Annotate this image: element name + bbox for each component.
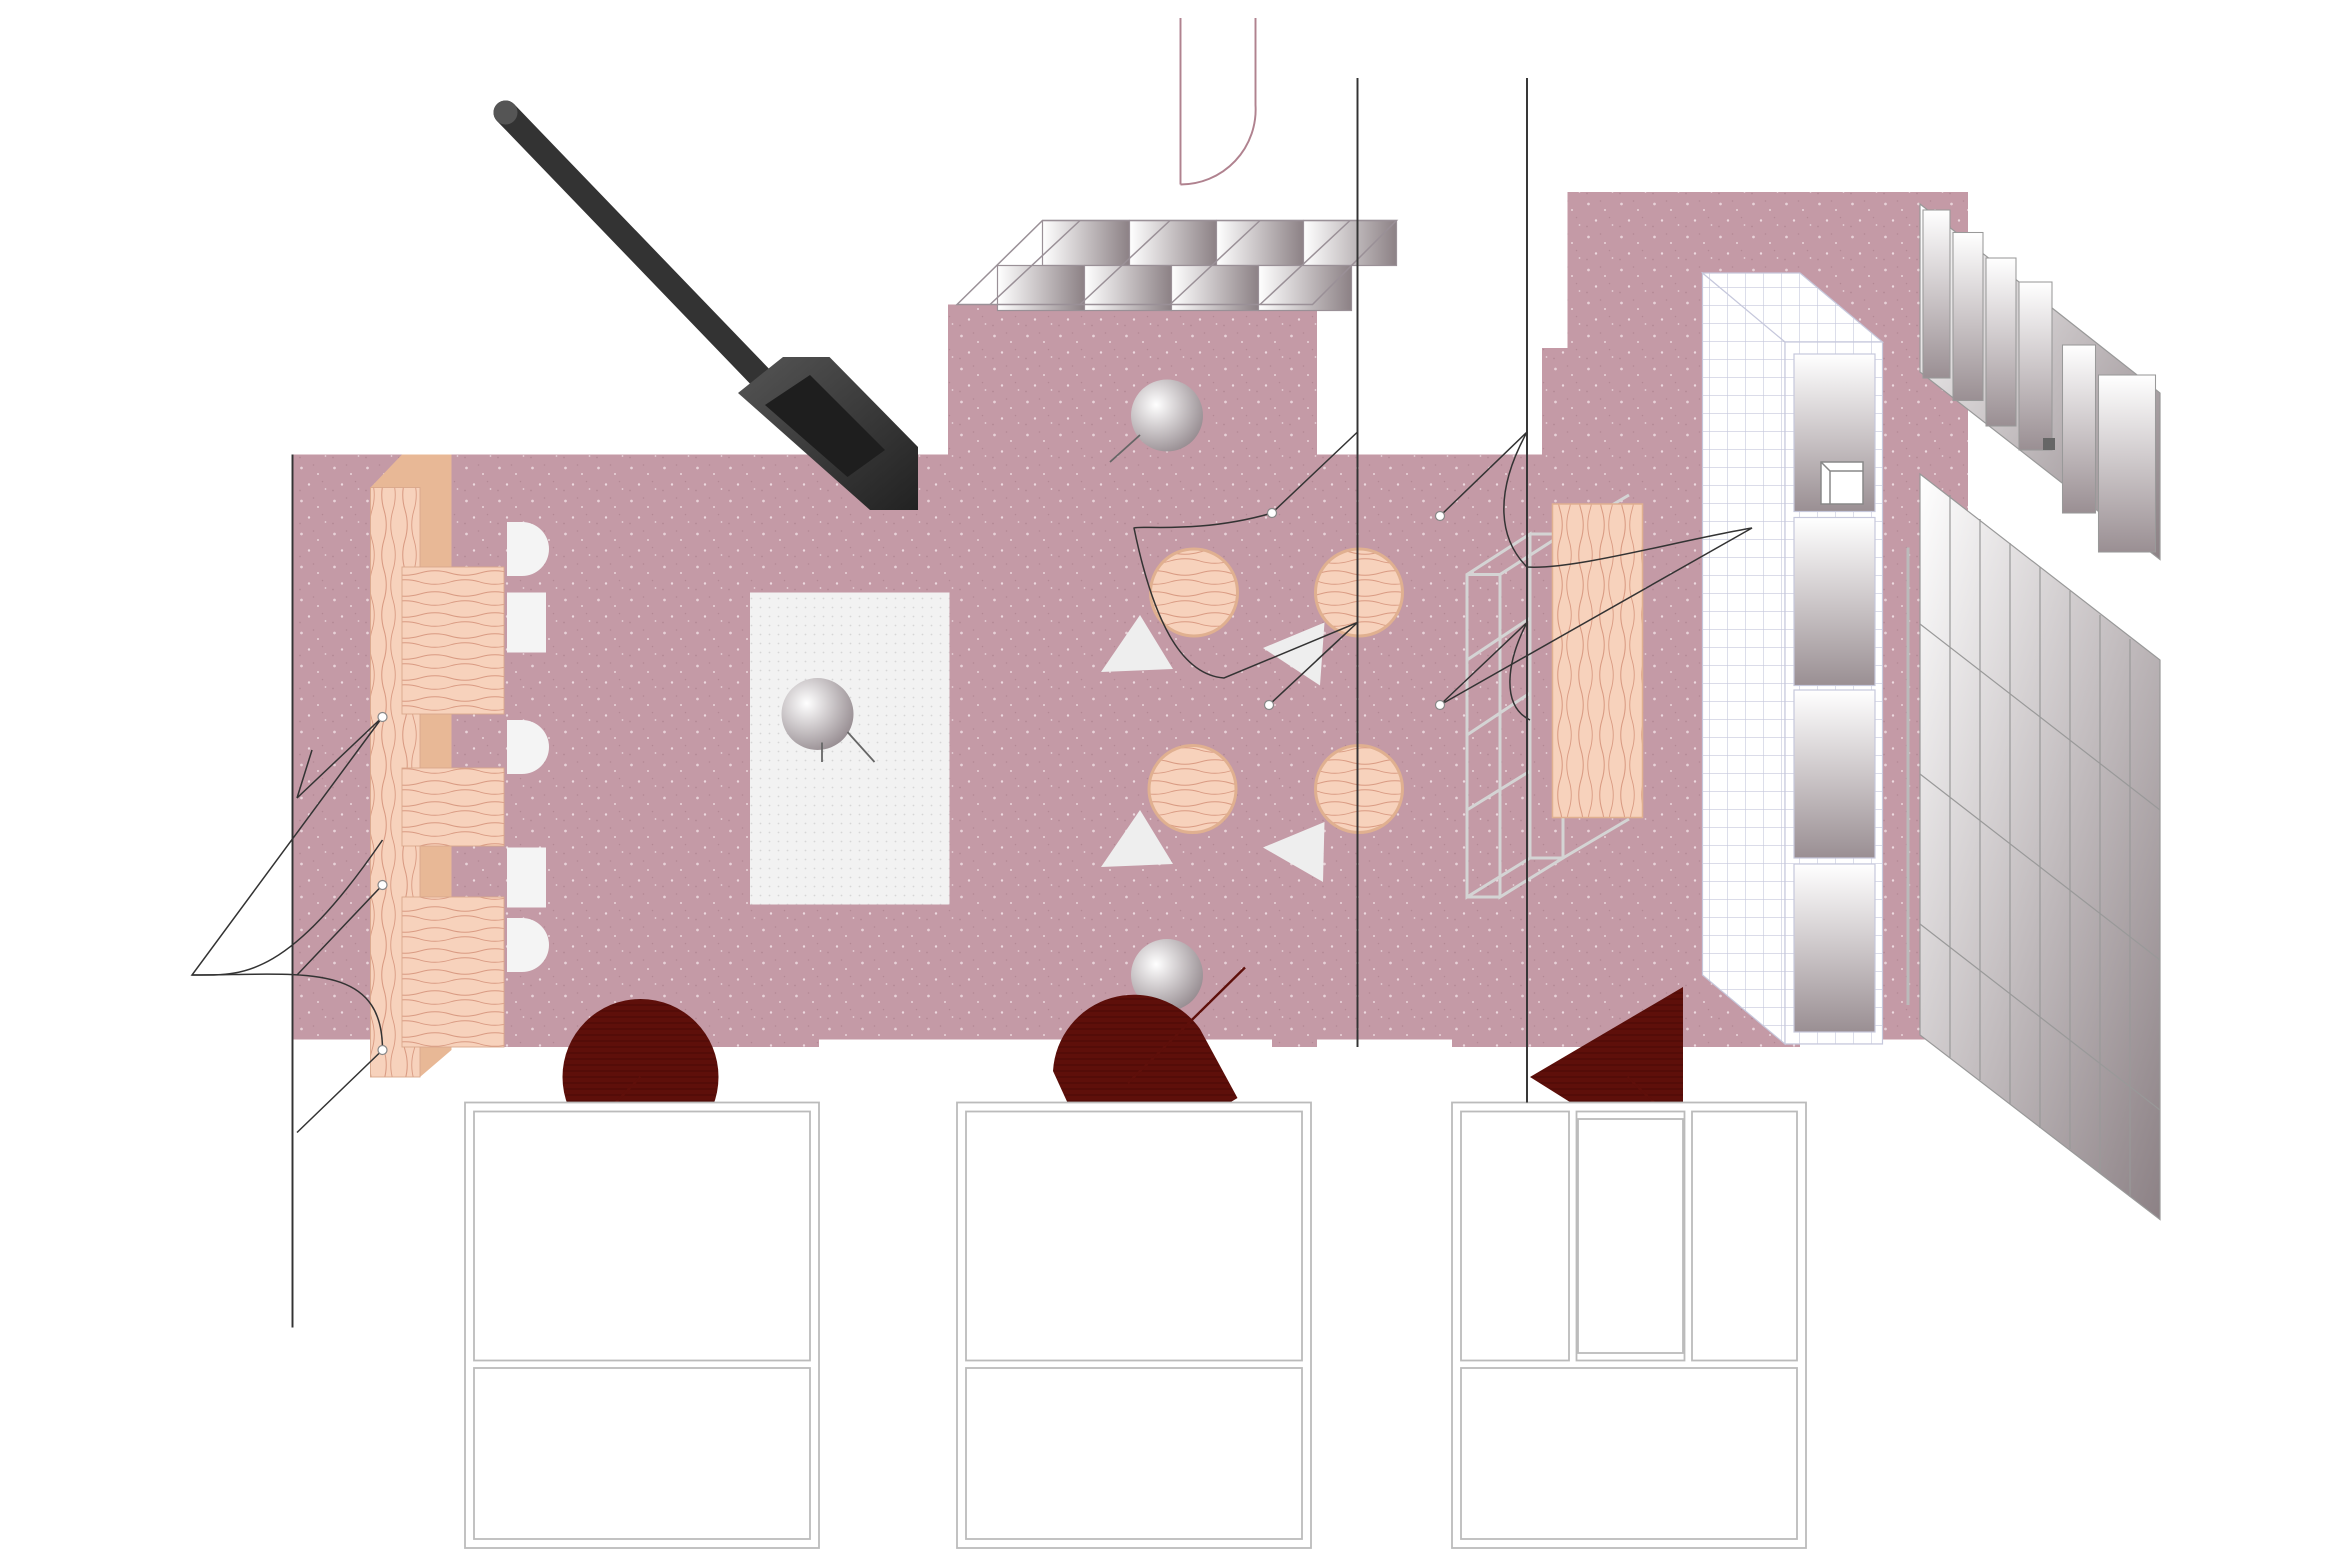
upper-shelf-unit	[1919, 202, 2161, 561]
bar-stools	[507, 522, 549, 972]
dark-pendant-lamp	[493, 100, 918, 510]
wood-display-table	[1551, 503, 1644, 819]
hanging-cables	[190, 431, 1753, 1134]
globe-lamps	[781, 379, 1203, 1011]
triangle-stools	[1101, 615, 1325, 882]
storefront-windows	[464, 1101, 1807, 1549]
vertical-lines	[291, 78, 1528, 1328]
tiled-column	[1700, 271, 1885, 1046]
bar-counter	[370, 454, 505, 1078]
lower-shelf-unit	[1919, 472, 2161, 1221]
floor-area	[292, 192, 1968, 1047]
wall-shelving	[1906, 202, 2161, 1221]
round-tables	[1147, 547, 1404, 834]
overhead-shelving	[955, 219, 1399, 312]
entrance-door-swing	[1179, 18, 1257, 186]
cable-ends	[377, 507, 1446, 1056]
center-rug	[750, 592, 950, 905]
